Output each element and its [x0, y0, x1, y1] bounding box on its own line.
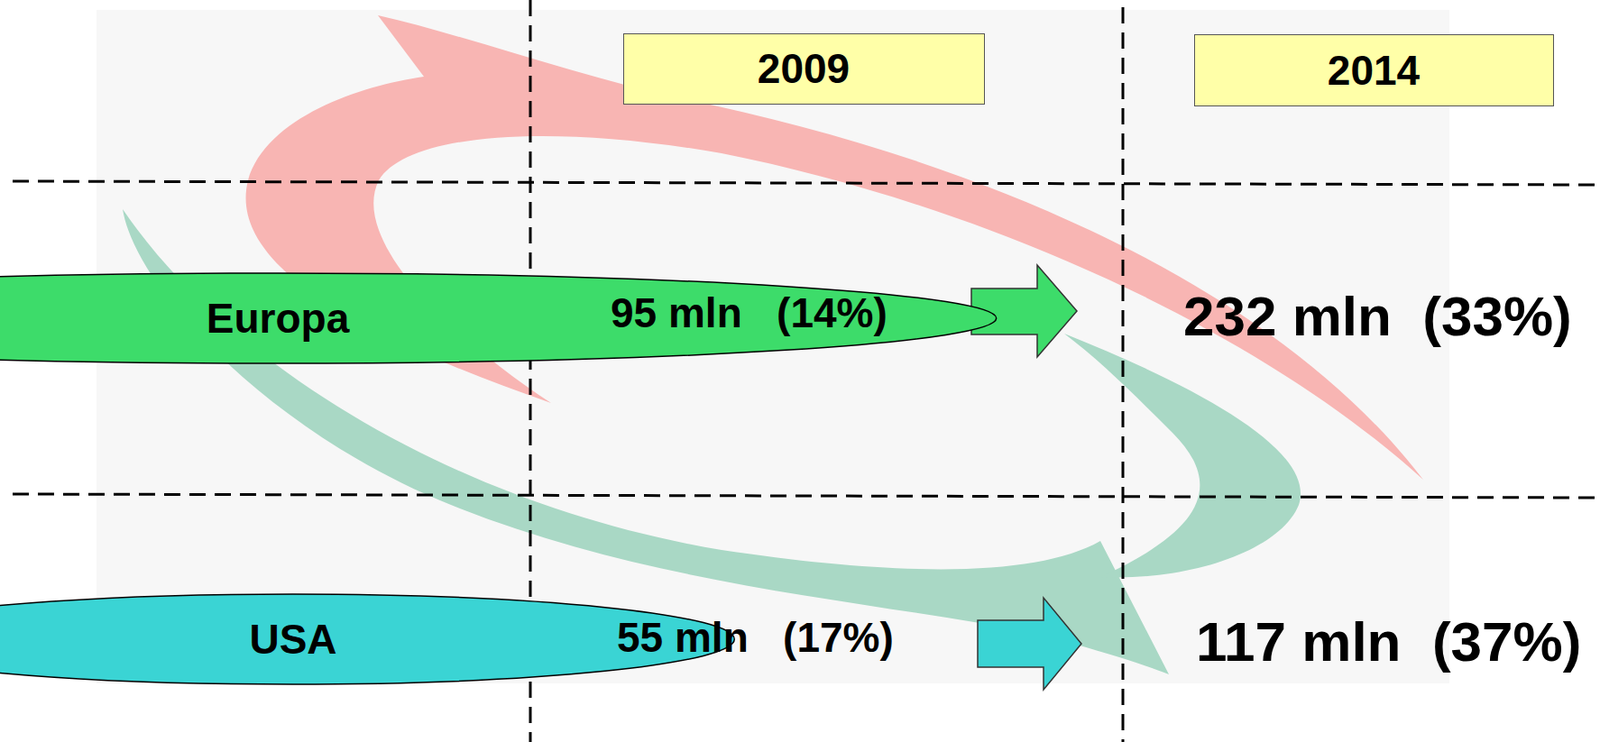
year-box: 2014 [1194, 34, 1555, 107]
value-label: 95 mln (14%) [610, 290, 888, 337]
dashed-divider [12, 494, 1600, 498]
green-swoosh-loop [1064, 333, 1301, 578]
block-arrow [977, 597, 1082, 690]
node-text: 2014 [1327, 47, 1420, 94]
ellipse-shape [0, 273, 996, 364]
dashed-divider [12, 181, 1600, 185]
node-text: 2009 [757, 45, 850, 92]
year-box: 2009 [623, 33, 985, 105]
value-label: 232 mln (33%) [1183, 285, 1573, 348]
node-text: USA [248, 616, 337, 663]
value-label: 55 mln (17%) [616, 615, 894, 662]
value-label: 117 mln (37%) [1195, 611, 1582, 673]
dashed-divider [1121, 7, 1125, 742]
node-text: Europa [206, 295, 350, 342]
